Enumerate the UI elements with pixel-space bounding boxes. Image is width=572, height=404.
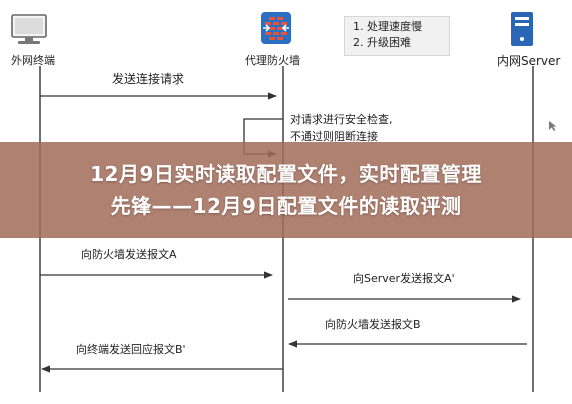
message-packet-b: 向防火墙发送报文B [325,318,421,331]
actor-label-firewall: 代理防火墙 [245,54,300,67]
message-connect-request: 发送连接请求 [112,72,185,86]
message-security-check: 对请求进行安全检查, 不通过则阻断连接 [290,113,393,143]
note-line-2: 2. 升级困难 [353,36,411,49]
message-packet-a: 向防火墙发送报文A [81,248,177,261]
computer-icon [11,14,47,44]
message-packet-a-prime: 向Server发送报文A' [353,272,455,285]
note-line-1: 1. 处理速度慢 [353,20,422,33]
firewall-icon [261,12,291,44]
actor-label-terminal: 外网终端 [11,54,55,67]
overlay-title-line-1: 12月9日实时读取配置文件，实时配置管理 [90,162,482,186]
title-overlay: 12月9日实时读取配置文件，实时配置管理 先锋——12月9日配置文件的读取评测 [0,142,572,238]
note-box: 1. 处理速度慢 2. 升级困难 [344,16,450,56]
overlay-title-line-2: 先锋——12月9日配置文件的读取评测 [110,194,462,218]
cursor-icon [549,121,557,131]
server-icon [511,12,533,46]
actor-label-server: 内网Server [497,54,561,68]
message-reply-b-prime: 向终端发送回应报文B' [76,343,186,356]
